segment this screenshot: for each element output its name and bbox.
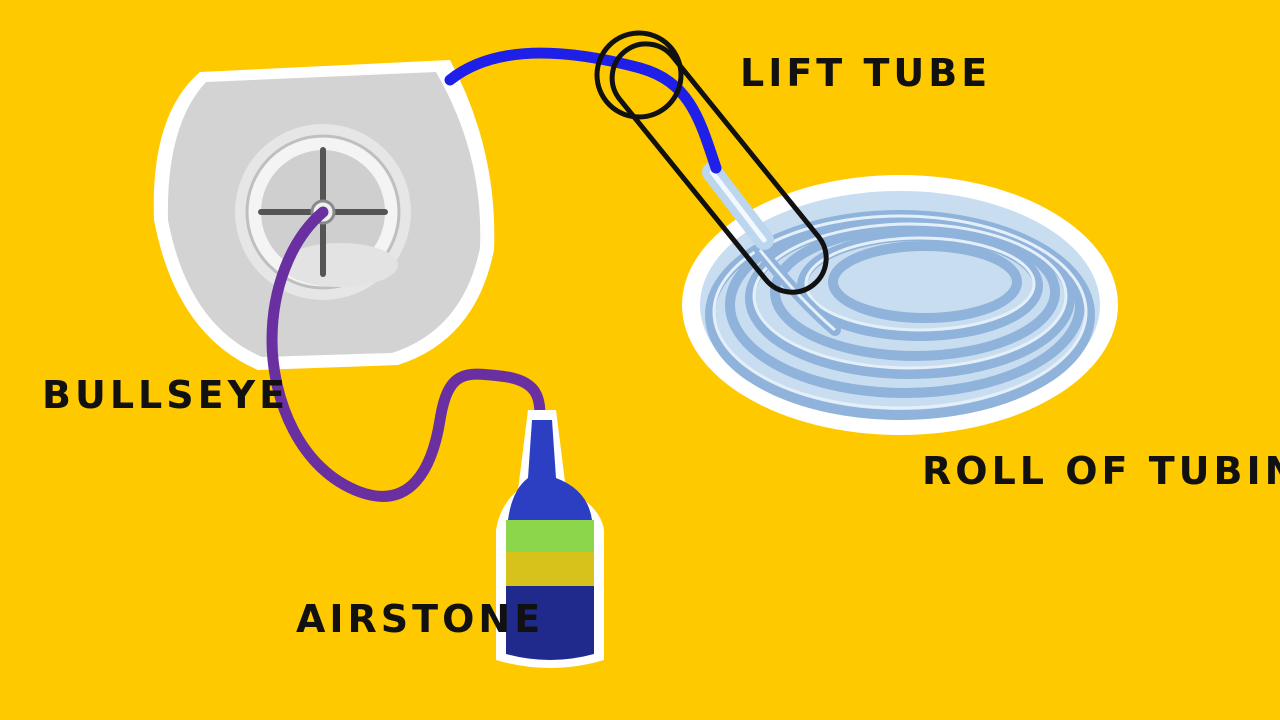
lift-tube-rigid-shine	[709, 169, 767, 243]
airstone-cap	[508, 420, 592, 520]
lift-tube-label: LIFT TUBE	[740, 51, 992, 95]
tubing-highlights	[712, 214, 1088, 410]
lift-tube-callout-loop	[609, 41, 829, 295]
roll-of-tubing	[682, 175, 1118, 435]
airstone-band-green	[506, 520, 594, 552]
bullseye-shadow	[282, 243, 398, 287]
airstone	[496, 410, 604, 668]
lift-tube	[702, 162, 774, 250]
airstone-band-navy	[506, 586, 594, 660]
lift-tube-callout	[594, 30, 829, 295]
lift-tube-callout-circle	[594, 30, 684, 120]
tubing-loose-end-highlight	[758, 249, 836, 332]
purple-airline-tube	[266, 206, 546, 502]
blue-airline-tube	[444, 47, 722, 174]
bullseye-label: BULLSEYE	[42, 373, 290, 417]
roll-of-tubing-label: ROLL OF TUBING	[922, 449, 1280, 493]
airstone-band-yellow	[506, 552, 594, 586]
airstone-label: AIRSTONE	[296, 597, 545, 641]
